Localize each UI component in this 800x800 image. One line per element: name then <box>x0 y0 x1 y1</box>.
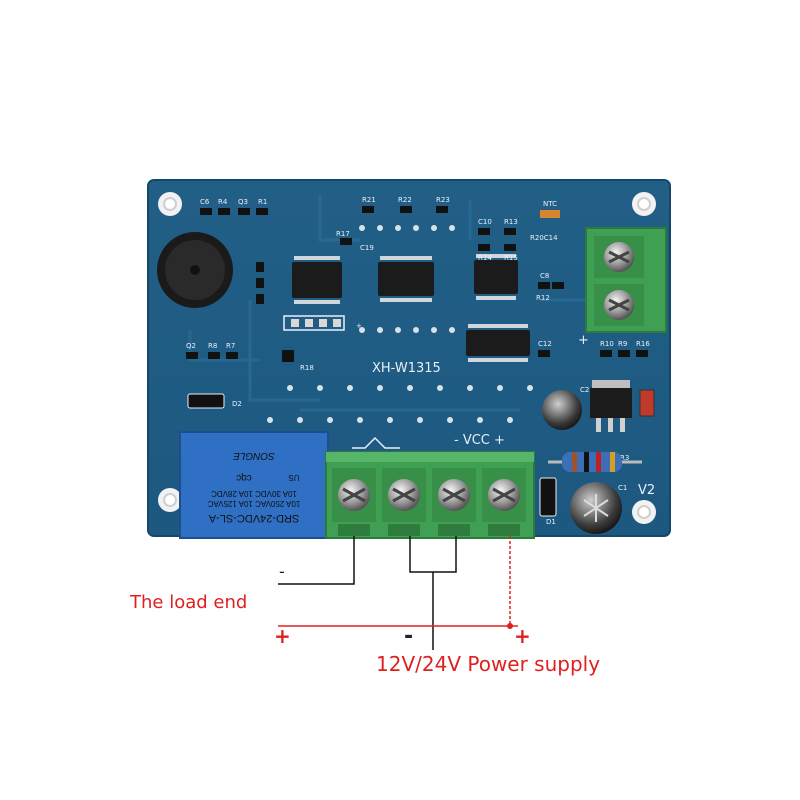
sensor-plus: + <box>578 333 589 348</box>
capacitor-c2 <box>542 390 582 430</box>
label-r13: R13 <box>504 218 518 226</box>
v2-label: V2 <box>638 483 655 498</box>
relay-rating-2: 10A 30VDC 10A 28VDC <box>211 489 297 498</box>
junction-dot <box>507 623 513 629</box>
label-c8: C8 <box>540 272 549 280</box>
label-c6: C6 <box>200 198 210 206</box>
display-pads <box>267 225 533 423</box>
relay: SRD-24VDC-SL-A 10A 250VAC 10A 125VAC 10A… <box>179 431 329 539</box>
relay-rating-1: 10A 250VAC 10A 125VAC <box>207 499 300 508</box>
mounting-holes <box>158 192 656 524</box>
terminal-2-3-bridge <box>409 536 457 573</box>
label-r8: R8 <box>208 342 217 350</box>
label-r22: R22 <box>398 196 412 204</box>
diode-small <box>639 389 655 417</box>
main-terminal-block <box>325 451 535 539</box>
label-r16: R16 <box>636 340 650 348</box>
buzzer <box>157 232 233 308</box>
label-r12: R12 <box>536 294 550 302</box>
label-r1: R1 <box>258 198 267 206</box>
load-end-label: The load end <box>130 592 248 613</box>
vcc-label: - VCC + <box>454 433 505 448</box>
relay-us-mark: US <box>288 473 299 482</box>
label-r23: R23 <box>436 196 450 204</box>
label-c10: C10 <box>478 218 492 226</box>
relay-model: SRD-24VDC-SL-A <box>208 512 299 524</box>
wiring <box>278 536 518 650</box>
supply-plus-sign: + <box>514 624 531 648</box>
pcb-traces <box>188 195 600 412</box>
model-label: XH-W1315 <box>372 361 441 376</box>
label-q3: Q3 <box>238 198 248 206</box>
header-pins <box>283 315 345 331</box>
label-r21: R21 <box>362 196 376 204</box>
relay-contact-symbol <box>352 436 400 449</box>
supply-minus-sign: - <box>404 624 414 649</box>
relay-brand: SONGLE <box>233 450 275 461</box>
label-r17: R17 <box>336 230 350 238</box>
label-c2: C2 <box>580 386 589 394</box>
diode-d1 <box>539 477 557 517</box>
load-minus-sign: - <box>279 562 285 581</box>
power-supply-label: 12V/24V Power supply <box>376 652 601 676</box>
label-r15: R15 <box>504 254 518 262</box>
label-ntc: NTC <box>543 200 557 208</box>
ic-chips <box>292 260 530 356</box>
label-r3: R3 <box>620 454 629 462</box>
label-r20c14: R20C14 <box>530 234 558 242</box>
label-r4: R4 <box>218 198 228 206</box>
resistor-r3 <box>548 452 642 472</box>
label-r14: R14 <box>478 254 492 262</box>
silkscreen-labels: C6 R4 Q3 R1 R21 R22 R23 R17 C19 C10 R13 … <box>186 196 655 526</box>
load-minus-wire <box>278 536 355 585</box>
relay-cert: cqc <box>236 472 252 483</box>
label-plus: + <box>356 322 362 330</box>
label-r18: R18 <box>300 364 314 372</box>
sensor-terminal-block <box>585 227 667 333</box>
load-plus-sign: + <box>274 624 291 648</box>
diode-d2 <box>187 393 225 409</box>
label-c12: C12 <box>538 340 552 348</box>
label-d2: D2 <box>232 400 242 408</box>
label-c19: C19 <box>360 244 374 252</box>
label-q2: Q2 <box>186 342 196 350</box>
label-r7: R7 <box>226 342 235 350</box>
capacitor-c1 <box>570 482 622 534</box>
smd-components <box>186 206 648 362</box>
voltage-regulator <box>590 380 632 432</box>
label-r9: R9 <box>618 340 627 348</box>
label-c1: C1 <box>618 484 627 492</box>
label-r10: R10 <box>600 340 614 348</box>
label-d1: D1 <box>546 518 556 526</box>
